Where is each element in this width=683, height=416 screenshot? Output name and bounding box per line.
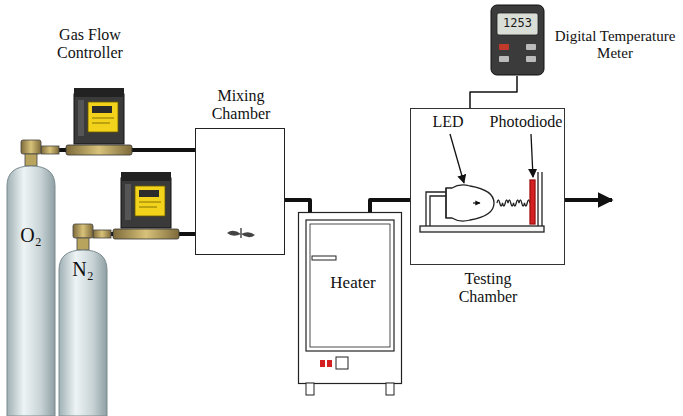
part-label: LED xyxy=(430,113,466,131)
node-label: Heater xyxy=(320,274,386,293)
gas-cylinder: N₂ xyxy=(55,222,111,416)
testing-chamber: Testing Chamber xyxy=(410,108,565,265)
node-label: Mixing Chamber xyxy=(196,87,286,122)
meter-reading: 1253 xyxy=(499,17,536,30)
node-label: Testing Chamber xyxy=(448,270,528,305)
leader-line xyxy=(450,134,464,183)
heater-oven: Heater xyxy=(298,212,402,395)
gas-pipe xyxy=(285,200,310,212)
node-label: O₂ xyxy=(11,224,51,246)
gas-pipe xyxy=(370,200,410,212)
sensor-wire xyxy=(470,76,517,108)
meter-shape xyxy=(490,4,545,76)
flow-controller xyxy=(113,172,179,239)
part-label: Photodiode xyxy=(488,113,564,131)
temperature-meter: 1253Digital Temperature Meter xyxy=(490,4,545,76)
cyl-shape xyxy=(55,222,111,416)
device-label: Digital Temperature Meter xyxy=(552,28,678,61)
cyl-shape xyxy=(3,138,59,416)
led-bench xyxy=(420,172,544,232)
mixing-chamber: Mixing Chamber xyxy=(195,128,285,255)
node-label: N₂ xyxy=(63,258,103,280)
outlet-arrow xyxy=(565,198,612,202)
leader-line xyxy=(531,134,533,177)
part-label: Gas Flow Controller xyxy=(40,26,140,61)
heater-shape xyxy=(298,212,402,395)
gas-cylinder: O₂ xyxy=(3,138,59,416)
flow-controller xyxy=(66,88,132,155)
mix-shape xyxy=(196,129,286,256)
test-shape xyxy=(411,109,566,266)
